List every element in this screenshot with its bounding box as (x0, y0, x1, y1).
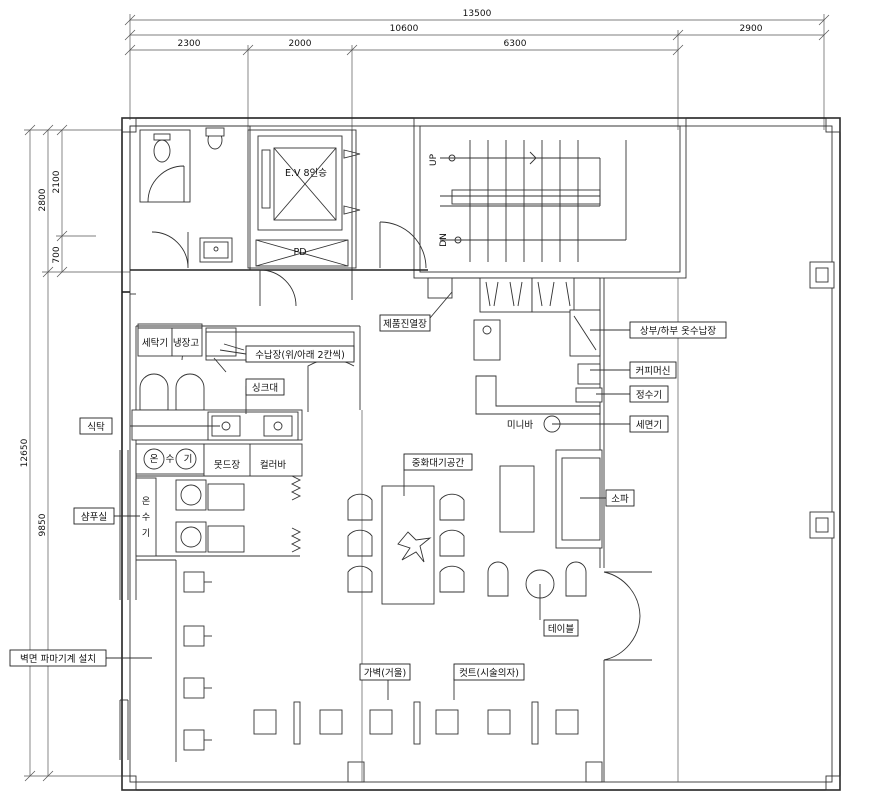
dim-left-b: 700 (52, 246, 62, 263)
shampoo-room-label: 샴푸실 (81, 512, 107, 523)
lounge-zone (347, 277, 603, 605)
washbasin-label: 세면기 (636, 420, 662, 431)
hot-water-letter-2: 수 (166, 454, 175, 465)
dim-left-a: 2100 (52, 170, 62, 193)
hot-water-letter-3: 기 (184, 454, 193, 465)
hot-water-letter-1: 온 (150, 454, 159, 465)
shampoo-room (135, 475, 302, 557)
restroom (139, 127, 233, 269)
color-bar-label: 컬러바 (260, 459, 286, 471)
leader-lines (106, 291, 630, 700)
elevator-shaft (255, 135, 361, 307)
wall-perm-label: 벽면 파마기계 설치 (20, 653, 96, 665)
mini-bar-label: 미니바 (507, 420, 533, 431)
coffee-machine-label: 커피머신 (636, 366, 671, 377)
shampoo-letter-1: 온 (142, 496, 150, 507)
dim-top-a: 2300 (178, 39, 201, 49)
dim-top-mid: 10600 (390, 24, 419, 34)
cut-station-label: 컷트(시술의자) (459, 668, 519, 679)
cut-stations (253, 701, 579, 745)
water-purifier-label: 정수기 (636, 390, 662, 401)
stairs (440, 140, 627, 262)
dim-top-right: 2900 (740, 24, 763, 34)
upper-lower-closet-label: 상부/하부 옷수납장 (640, 325, 716, 337)
waiting-area-label: 중화대기공간 (412, 458, 465, 469)
dim-top-total: 13500 (463, 9, 492, 19)
product-display-label: 제품진열장 (383, 319, 427, 330)
washer-label: 세탁기 (142, 337, 168, 349)
dim-left-upper: 2800 (38, 188, 48, 211)
sofa-label: 소파 (611, 494, 629, 505)
perm-wall-zone (136, 559, 212, 762)
table-label: 테이블 (548, 624, 574, 635)
boot-cabinet-label: 못드장 (214, 460, 240, 471)
dim-left-lower: 9850 (38, 513, 48, 536)
sink-label: 싱크대 (252, 383, 278, 394)
storage-label: 수납장(위/아래 2칸씩) (255, 349, 345, 361)
stair-up-label: UP (429, 153, 439, 166)
fridge-label: 냉장고 (173, 338, 199, 349)
dim-top-c: 6300 (504, 39, 527, 49)
dim-left-total: 12650 (20, 438, 30, 467)
callout-labels (9, 314, 727, 681)
shampoo-letter-3: 기 (142, 528, 150, 539)
utility-zone (131, 323, 355, 477)
shampoo-letter-2: 수 (142, 512, 150, 523)
dimension-lines (24, 14, 830, 782)
stair-dn-label: DN (439, 233, 449, 247)
partition-mirror-label: 가벽(거울) (364, 668, 406, 679)
elevator-label: E.V 8인승 (285, 168, 327, 179)
dim-top-b: 2000 (289, 39, 312, 49)
pd-label: PD (293, 247, 306, 258)
dining-label: 식탁 (87, 421, 105, 433)
